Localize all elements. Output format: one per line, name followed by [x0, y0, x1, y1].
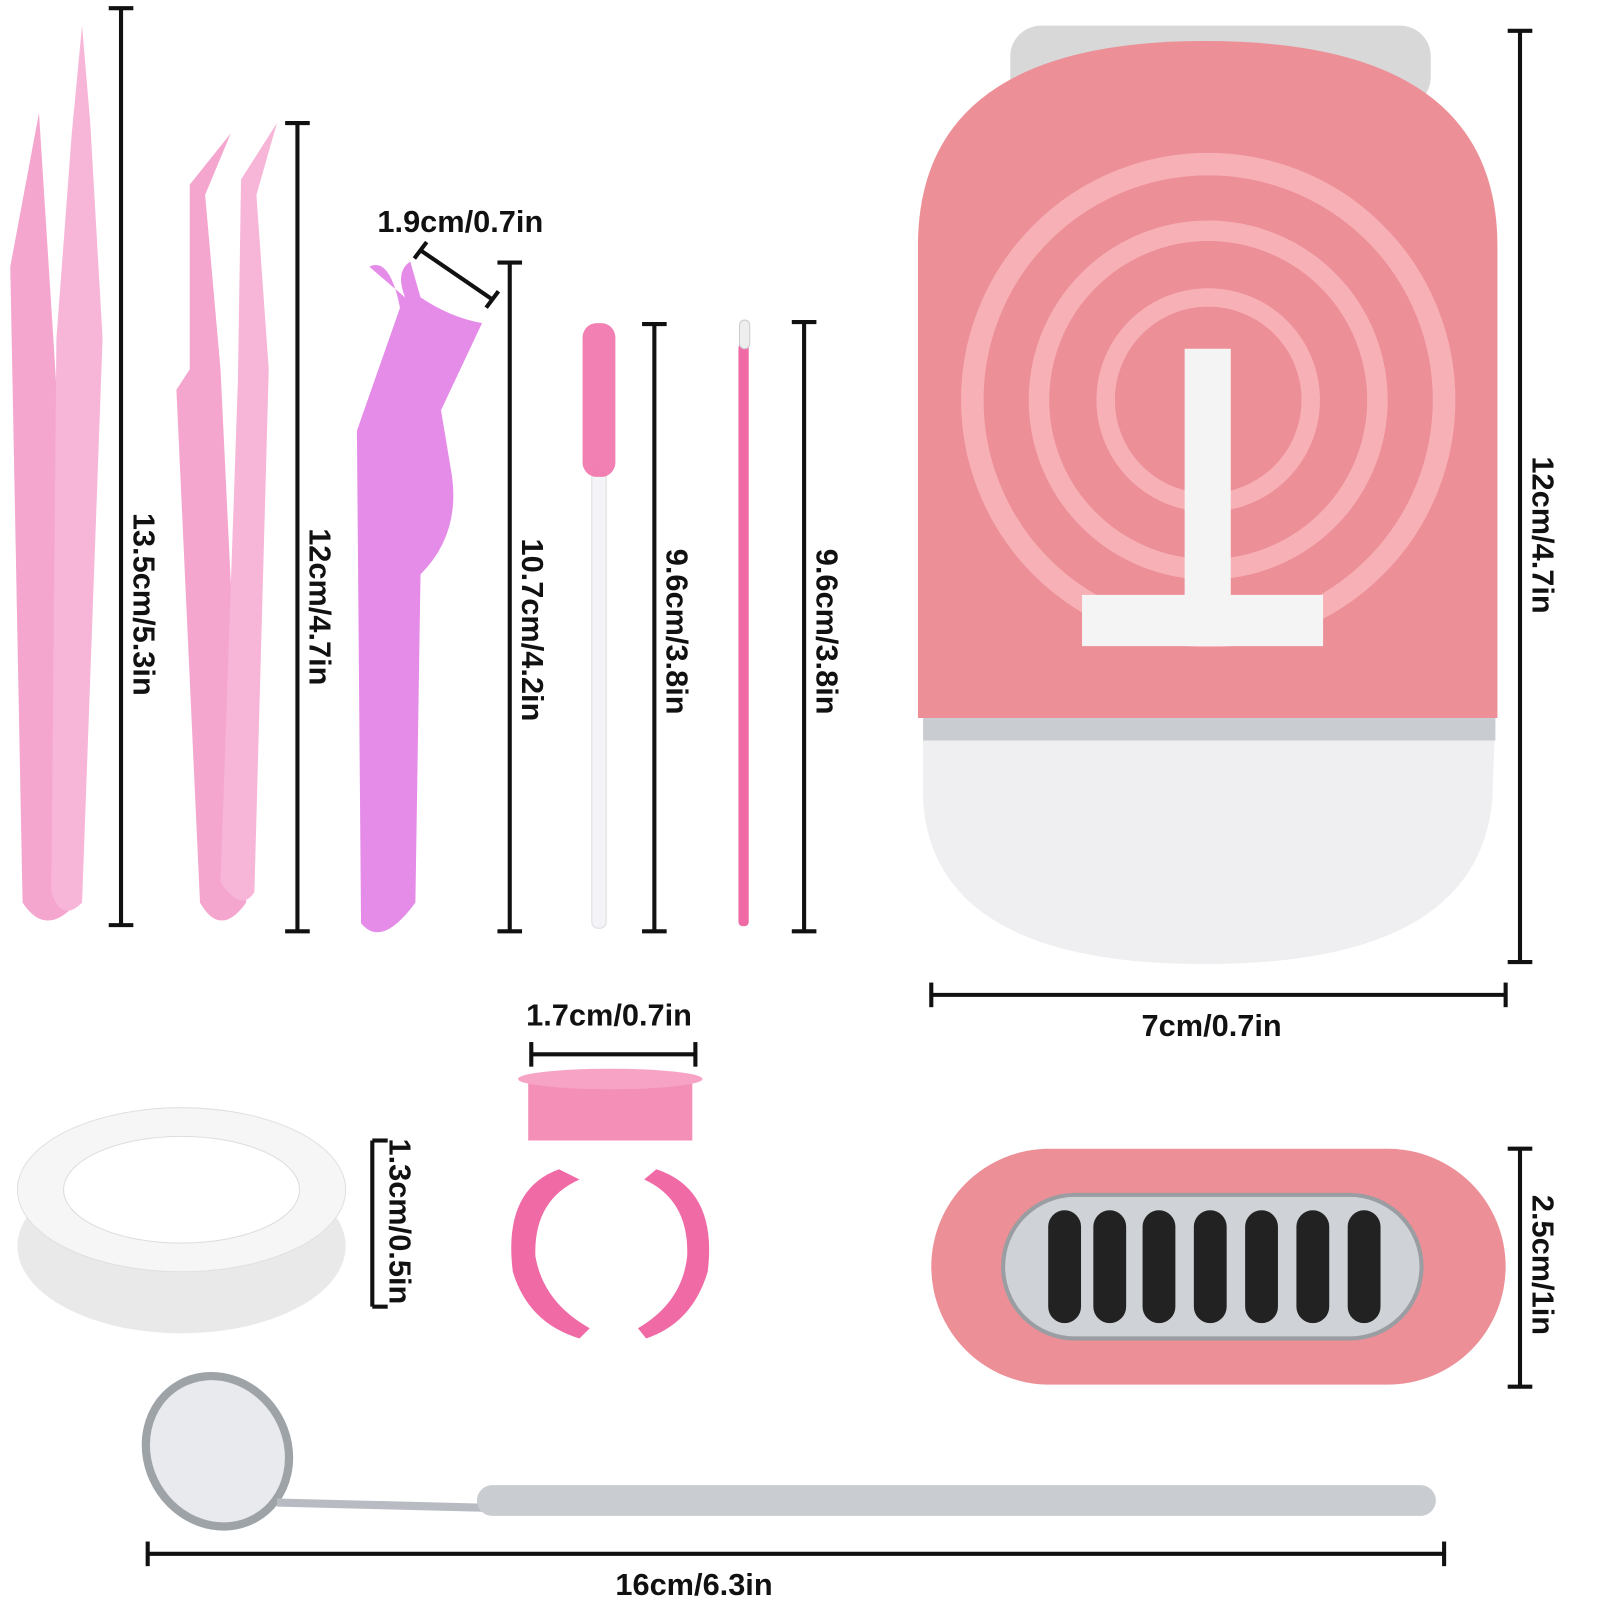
- fan-height-label: 12cm/4.7in: [1525, 456, 1560, 613]
- dimension-line-fan-width: [929, 982, 1508, 1008]
- dental-mirror: [141, 1371, 1436, 1531]
- lash-applicator: [356, 261, 483, 933]
- mirror-length-label: 16cm/6.3in: [615, 1567, 772, 1600]
- dimension-line-tape: [370, 1138, 388, 1309]
- dimension-line-fan-depth: [1507, 1146, 1533, 1389]
- mini-fan: [917, 25, 1498, 965]
- fan-top-view: [931, 1148, 1506, 1385]
- fan-depth-label: 2.5cm/1in: [1525, 1195, 1560, 1335]
- wand-length-label: 9.6cm/3.8in: [660, 549, 695, 715]
- curved-tweezers: [176, 123, 277, 921]
- glue-ring: [511, 1068, 710, 1339]
- dimension-line-ring: [529, 1042, 698, 1067]
- dimension-line-fan-height: [1507, 28, 1533, 965]
- mascara-wand: [582, 323, 616, 929]
- straight-tweezers: [10, 20, 103, 921]
- dimension-line-applicator-length: [497, 260, 523, 934]
- dimension-line-micro-brush: [791, 320, 817, 934]
- tape-roll: [16, 1107, 347, 1334]
- dimension-line-wand: [642, 322, 667, 934]
- curved-tweezers-length-label: 12cm/4.7in: [303, 528, 338, 685]
- dimension-line-applicator-width: [412, 240, 501, 309]
- dimension-line-curved-tweezers: [285, 121, 310, 934]
- straight-tweezers-length-label: 13.5cm/5.3in: [126, 513, 161, 696]
- ring-width-label: 1.7cm/0.7in: [526, 998, 692, 1033]
- tape-width-label: 1.3cm/0.5in: [383, 1138, 418, 1304]
- fan-width-label: 7cm/0.7in: [1142, 1008, 1282, 1043]
- applicator-width-label: 1.9cm/0.7in: [377, 204, 543, 239]
- micro-brush-length-label: 9.6cm/3.8in: [809, 549, 844, 715]
- micro-brush: [738, 319, 751, 927]
- dimension-line-straight-tweezers: [108, 6, 134, 928]
- dimension-line-mirror: [145, 1541, 1447, 1567]
- applicator-length-label: 10.7cm/4.2in: [515, 538, 550, 721]
